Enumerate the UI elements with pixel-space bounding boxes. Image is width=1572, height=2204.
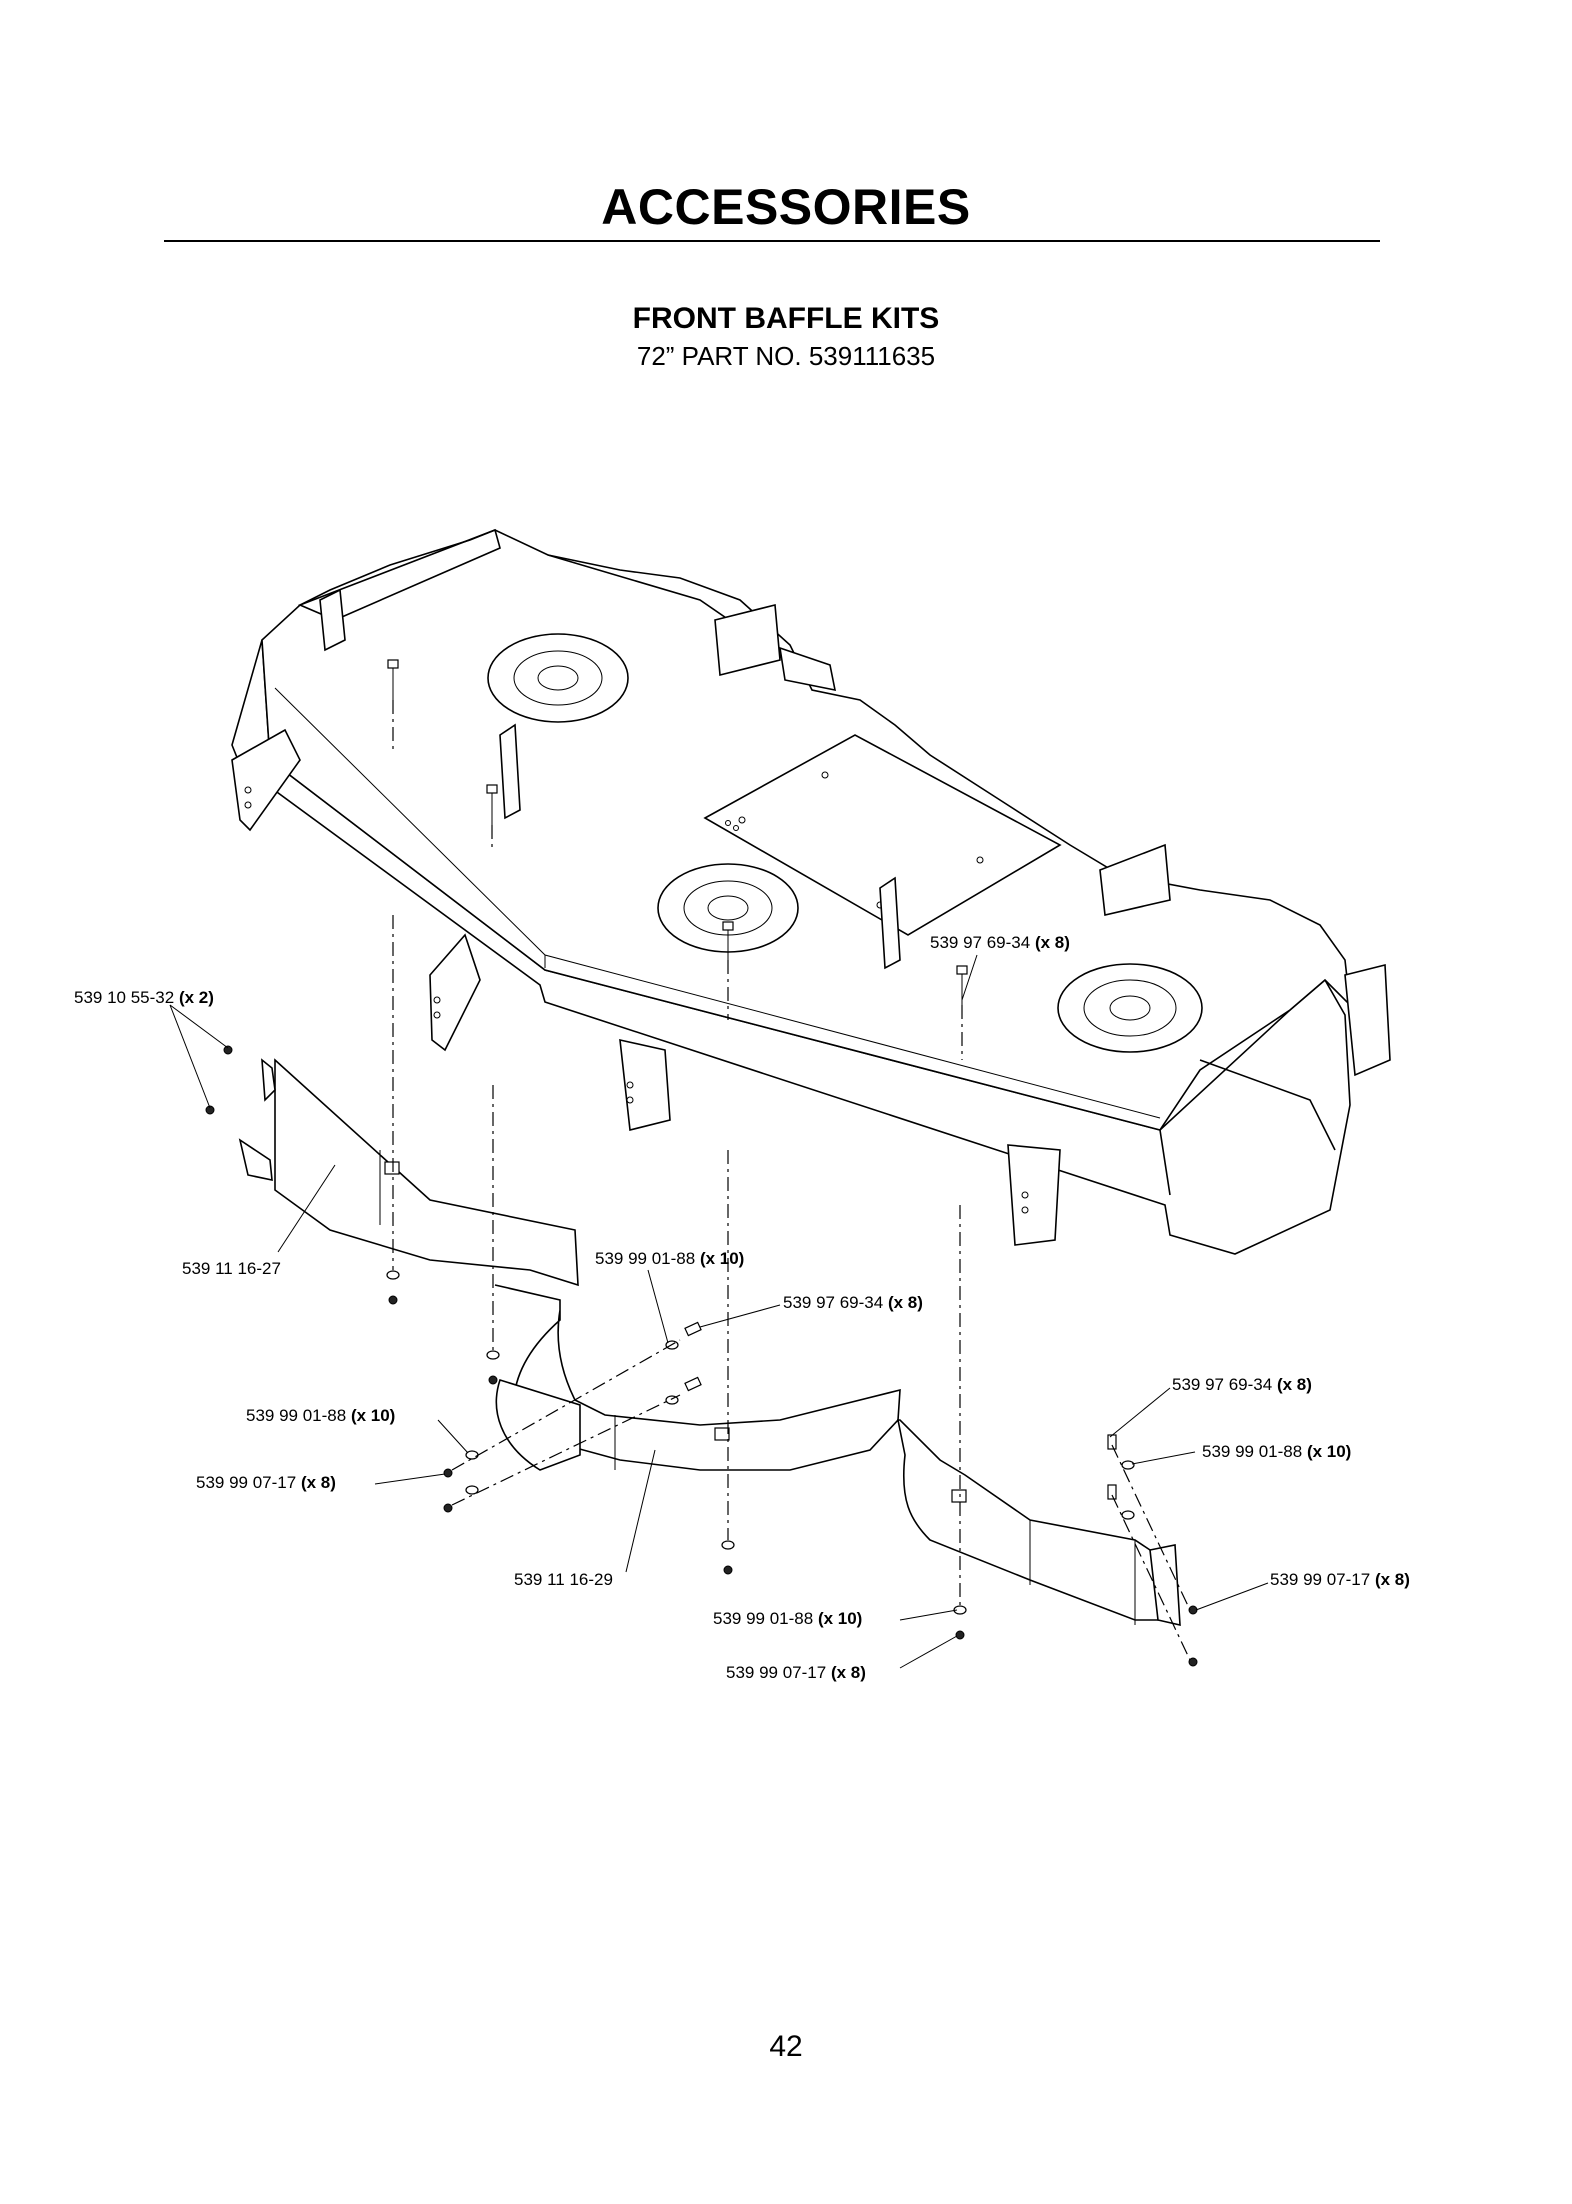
callout-539-99-01-88: 539 99 01-88 (x 10) (713, 1609, 862, 1628)
callout-539-99-01-88: 539 99 01-88 (x 10) (1202, 1442, 1351, 1461)
baffle-right (897, 1419, 1181, 1627)
leader-lines (169, 954, 1269, 1669)
callout-539-97-69-34: 539 97 69-34 (x 8) (1172, 1375, 1312, 1394)
title-rule (164, 240, 1380, 242)
page-title: ACCESSORIES (601, 179, 971, 235)
hardware (205, 659, 1198, 1667)
kit-title: FRONT BAFFLE KITS (632, 302, 940, 335)
callout-539-99-07-17: 539 99 07-17 (x 8) (726, 1663, 866, 1682)
callout-539-99-07-17: 539 99 07-17 (x 8) (196, 1473, 336, 1492)
callout-539-97-69-34: 539 97 69-34 (x 8) (783, 1293, 923, 1312)
kit-part-number: 72” PART NO. 539111635 (636, 341, 936, 371)
callout-539-11-16-29: 539 11 16-29 (514, 1570, 613, 1589)
page-number: 42 (769, 2030, 803, 2063)
assembly-centerlines (392, 700, 1191, 1661)
baffle-center (494, 1284, 901, 1471)
callout-539-10-55-32: 539 10 55-32 (x 2) (74, 988, 214, 1007)
callout-539-99-01-88: 539 99 01-88 (x 10) (595, 1249, 744, 1268)
callout-539-11-16-27: 539 11 16-27 (182, 1259, 281, 1278)
callout-539-99-07-17: 539 99 07-17 (x 8) (1270, 1570, 1410, 1589)
part-callouts: 539 10 55-32 (x 2) 539 97 69-34 (x 8) 53… (74, 933, 1410, 1682)
spindle-hub-left (487, 633, 629, 723)
spindle-hub-right (1057, 963, 1203, 1053)
callout-539-99-01-88: 539 99 01-88 (x 10) (246, 1406, 395, 1425)
callout-539-97-69-34: 539 97 69-34 (x 8) (930, 933, 1070, 952)
baffle-left (238, 1058, 579, 1287)
mower-deck (231, 528, 1391, 1255)
